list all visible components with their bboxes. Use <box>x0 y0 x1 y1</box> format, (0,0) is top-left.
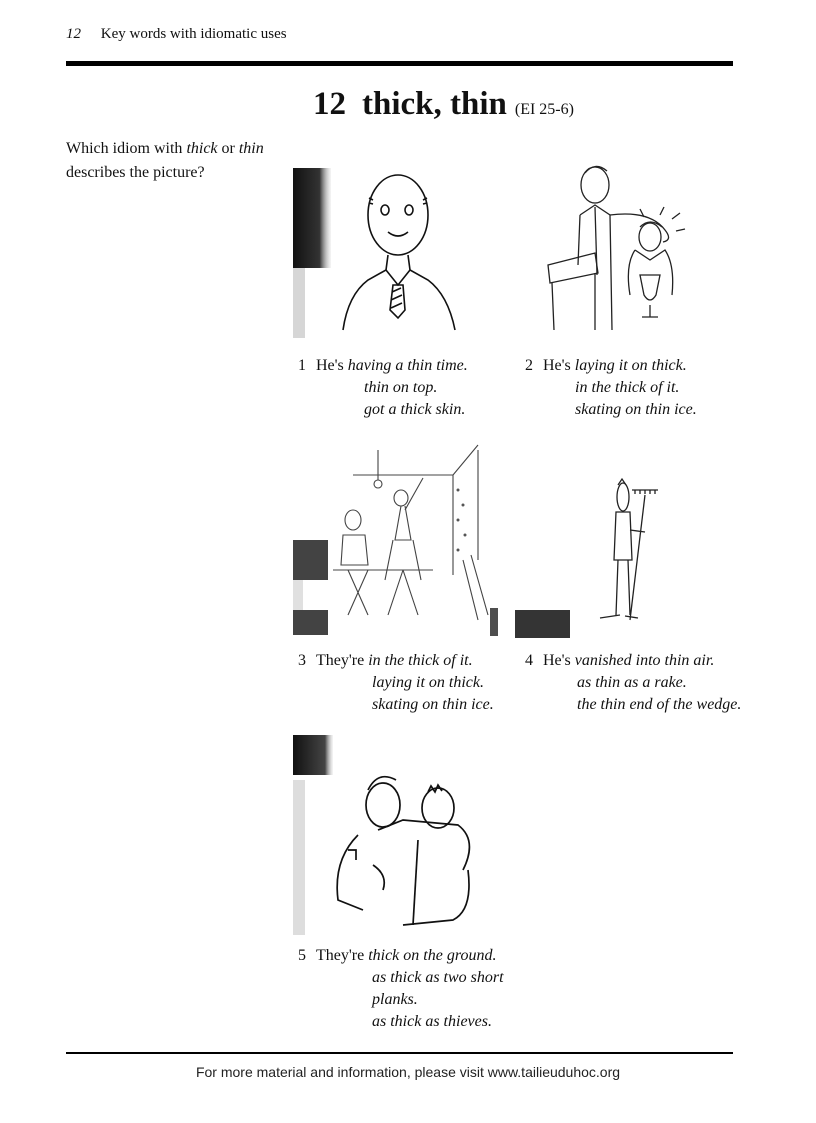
instruction-text: describes the picture? <box>66 164 205 181</box>
unit-number: 12 <box>313 86 346 122</box>
picture-2-lectern-trophy <box>540 155 710 330</box>
item-number: 3 <box>298 652 306 669</box>
item-number: 4 <box>525 652 533 669</box>
option: as thick as two short <box>372 969 504 986</box>
instruction-text: or <box>217 140 239 157</box>
item-number: 1 <box>298 357 306 374</box>
option: the thin end of the wedge. <box>577 696 742 713</box>
keyword-thin: thin <box>238 140 264 157</box>
item-number: 2 <box>525 357 533 374</box>
unit-heading: 12 thick, thin (EI 25-6) <box>313 86 574 123</box>
option: got a thick skin. <box>364 401 466 418</box>
option: skating on thin ice. <box>575 401 697 418</box>
item-lead: He's <box>316 357 344 374</box>
option: laying it on thick. <box>574 357 687 374</box>
item-lead: He's <box>543 357 571 374</box>
item-lead: They're <box>316 652 365 669</box>
option: planks. <box>372 991 418 1008</box>
option: as thin as a rake. <box>577 674 687 691</box>
option: skating on thin ice. <box>372 696 494 713</box>
option: thick on the ground. <box>368 947 497 964</box>
item-lead: They're <box>316 947 365 964</box>
picture-1-bald-man <box>293 160 508 340</box>
option: having a thin time. <box>347 357 468 374</box>
footer-rule <box>66 1052 733 1054</box>
unit-reference: (EI 25-6) <box>514 101 574 118</box>
option: laying it on thick. <box>372 674 484 691</box>
option: vanished into thin air. <box>574 652 715 669</box>
picture-4-thin-man-rake <box>490 440 730 640</box>
option: in the thick of it. <box>368 652 473 669</box>
page-number: 12 <box>66 26 81 42</box>
picture-3-ironing-painting <box>293 440 503 640</box>
instruction-text: Which idiom with <box>66 140 187 157</box>
option: in the thick of it. <box>575 379 680 396</box>
item-lead: He's <box>543 652 571 669</box>
instruction: Which idiom with thick or thin describes… <box>66 137 276 185</box>
option: as thick as thieves. <box>372 1013 492 1030</box>
picture-5-two-friends <box>293 730 493 935</box>
unit-title: thick, thin <box>362 86 507 122</box>
header-rule <box>66 61 733 66</box>
running-head: 12 Key words with idiomatic uses <box>66 26 287 43</box>
item-number: 5 <box>298 947 306 964</box>
footer-text: For more material and information, pleas… <box>195 1064 621 1080</box>
section-title: Key words with idiomatic uses <box>100 26 287 42</box>
option: thin on top. <box>364 379 438 396</box>
keyword-thick: thick <box>186 140 218 157</box>
